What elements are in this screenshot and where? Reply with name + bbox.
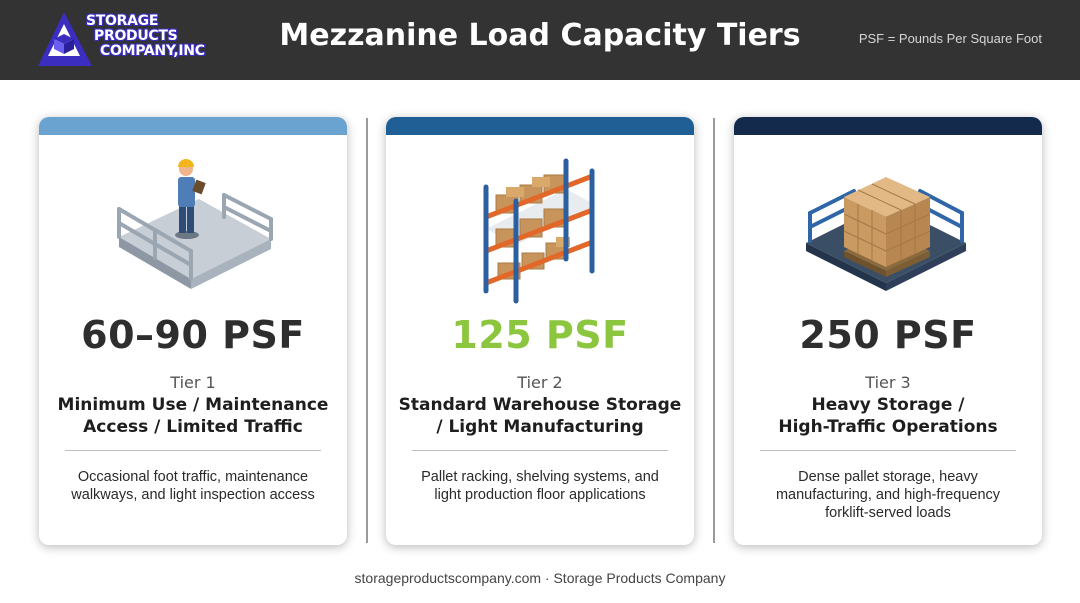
logo-wordmark: STORAGE PRODUCTS COMPANY,INC (86, 13, 205, 59)
separator-line (412, 450, 668, 451)
tier-label: Tier 1 (170, 373, 216, 392)
tier-description: Dense pallet storage, heavy manufacturin… (775, 469, 1001, 521)
tier-name: Minimum Use / Maintenance Access / Limit… (57, 395, 329, 437)
separator-line (760, 450, 1016, 451)
load-capacity-value: 60–90 PSF (81, 313, 305, 357)
tier-name: Heavy Storage / High-Traffic Operations (778, 395, 998, 437)
tier-2-card: 125 PSF Tier 2 Standard Warehouse Storag… (386, 117, 694, 545)
stacked-boxes-platform-icon (806, 177, 966, 291)
psf-definition-note: PSF = Pounds Per Square Foot (858, 31, 1042, 46)
pallet-rack-icon (483, 158, 596, 304)
worker-on-platform-icon (117, 159, 273, 289)
tier-label: Tier 3 (865, 373, 911, 392)
column-divider (713, 118, 715, 543)
logo-cube-icon (38, 12, 92, 66)
footer-credit[interactable]: storageproductscompany.com · Storage Pro… (354, 570, 726, 586)
load-capacity-value: 250 PSF (799, 313, 977, 357)
company-logo[interactable]: STORAGE PRODUCTS COMPANY,INC (36, 10, 206, 70)
tier-name: Standard Warehouse Storage / Light Manuf… (398, 395, 682, 437)
tier-label: Tier 2 (517, 373, 563, 392)
card-color-bar (386, 117, 694, 135)
page-title: Mezzanine Load Capacity Tiers (279, 18, 801, 53)
separator-line (65, 450, 321, 451)
tier-3-card: 250 PSF Tier 3 Heavy Storage / High-Traf… (734, 117, 1042, 545)
tier-description: Pallet racking, shelving systems, and li… (421, 469, 659, 503)
tier-description: Occasional foot traffic, maintenance wal… (71, 469, 315, 503)
card-color-bar (734, 117, 1042, 135)
card-color-bar (39, 117, 347, 135)
column-divider (366, 118, 368, 543)
header-bar: STORAGE PRODUCTS COMPANY,INC Mezzanine L… (0, 0, 1080, 80)
tier-1-card: 60–90 PSF Tier 1 Minimum Use / Maintenan… (39, 117, 347, 545)
load-capacity-value: 125 PSF (451, 313, 629, 357)
